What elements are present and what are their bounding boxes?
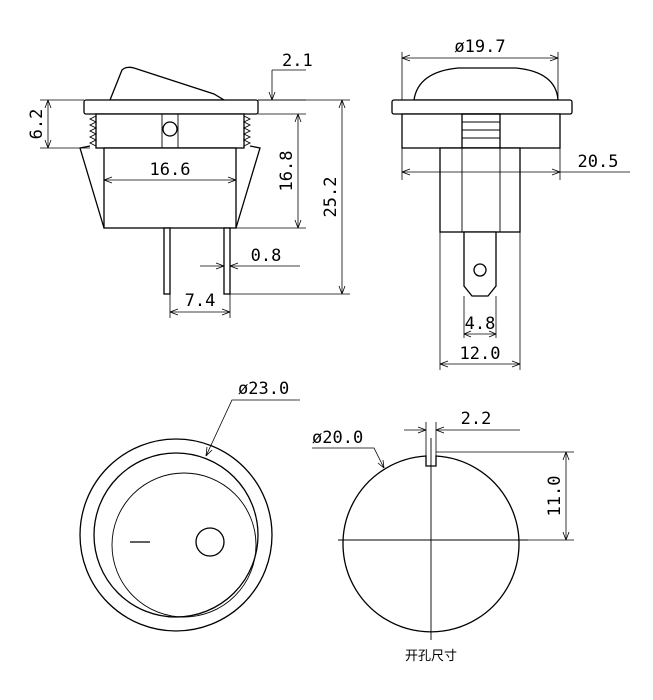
cutout-caption: 开孔尺寸 (405, 649, 457, 664)
dim-body-width-end: 12.0 (460, 344, 501, 364)
bezel-housing (95, 113, 245, 149)
dim-cap-diameter: ø19.7 (454, 37, 505, 57)
dim-bezel-height: 6.2 (27, 109, 47, 140)
bezel-outer-circle (79, 438, 273, 632)
dim-bezel-diameter: ø23.0 (238, 379, 289, 399)
left-clip-teeth (88, 115, 98, 147)
dim-flange-width: 20.5 (578, 152, 619, 172)
dim-notch-width: 2.2 (461, 409, 492, 429)
end-flange (391, 99, 573, 115)
bezel-inner-circle (93, 452, 259, 618)
dim-hole-diameter: ø20.0 (312, 428, 363, 448)
dim-body-height: 16.8 (277, 151, 297, 192)
rocker-cap (109, 66, 227, 101)
dim-terminal-spacing: 7.4 (185, 291, 216, 311)
terminal-left (163, 227, 171, 295)
end-body (439, 147, 521, 233)
dim-terminal-width: 4.8 (465, 314, 496, 334)
end-bezel (401, 113, 561, 149)
end-view: ø19.7 20.5 4.8 12.0 (391, 37, 630, 370)
dim-overall-height: 25.2 (321, 177, 341, 218)
top-view: ø23.0 (79, 379, 300, 632)
terminal-right (223, 227, 231, 295)
cutout-outline (342, 455, 520, 633)
panel-cutout: 2.2 ø20.0 11.0 开孔尺寸 (312, 409, 574, 664)
side-view: 6.2 16.6 2.1 16.8 25.2 0.8 (27, 51, 350, 318)
dim-top-thickness: 2.1 (282, 51, 313, 71)
top-flange (83, 99, 259, 115)
dim-terminal-thickness: 0.8 (251, 246, 282, 266)
rocker-face (111, 472, 257, 618)
dome-cap (413, 67, 559, 101)
dim-body-width: 16.6 (150, 160, 191, 180)
dim-notch-depth: 11.0 (545, 476, 565, 517)
indicator-lamp (162, 121, 178, 137)
right-clip-teeth (242, 115, 252, 147)
switch-body (103, 147, 237, 229)
indicator-dot (195, 527, 225, 557)
